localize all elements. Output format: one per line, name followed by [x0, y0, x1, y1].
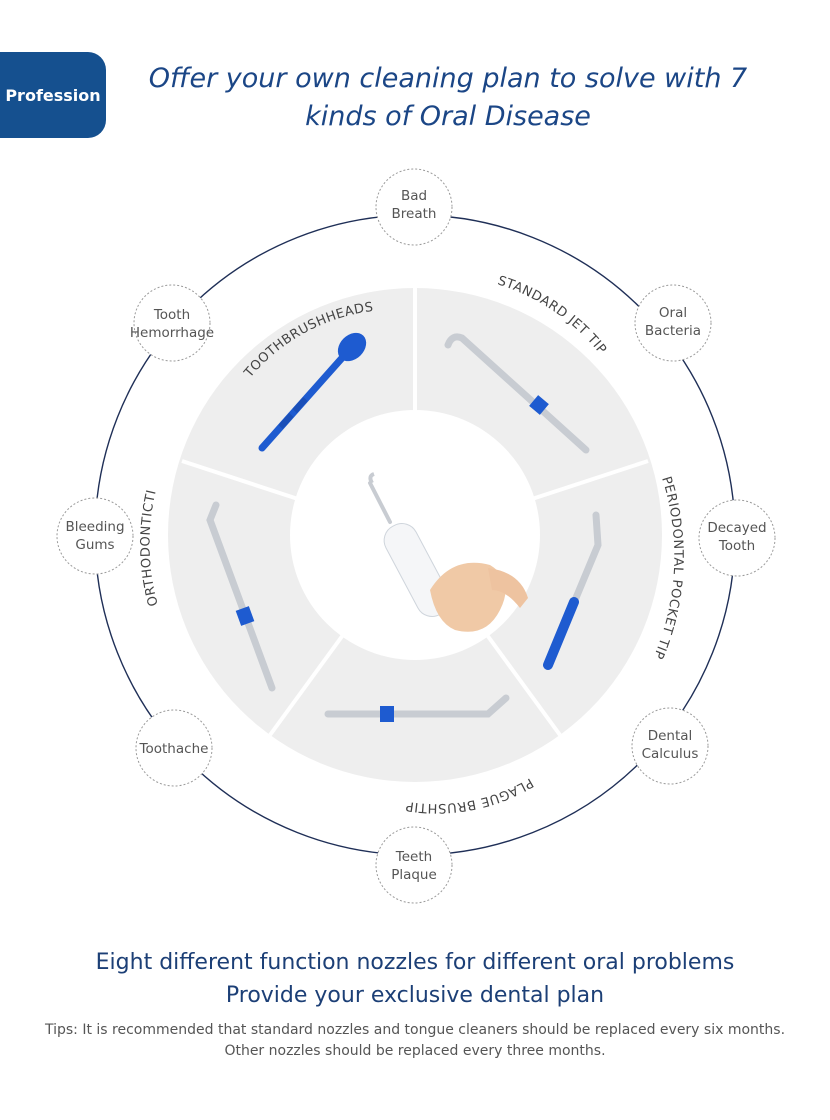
- disease-bubble-teeth-plaque: Teeth Plaque: [375, 826, 453, 904]
- svg-text:Toothache: Toothache: [139, 741, 209, 757]
- nozzle-label: ORTHODONTICTI: [138, 488, 161, 607]
- disease-bubble-bad-breath: Bad Breath: [375, 168, 453, 246]
- svg-text:Hemorrhage: Hemorrhage: [130, 325, 214, 341]
- svg-text:Gums: Gums: [75, 537, 114, 553]
- disease-bubble-dental-calculus: Dental Calculus: [631, 707, 709, 785]
- disease-bubble-tooth-hemorrhage: Tooth Hemorrhage: [130, 284, 214, 362]
- svg-text:Bleeding: Bleeding: [65, 519, 124, 535]
- ring-divider: [485, 633, 562, 737]
- svg-text:Teeth: Teeth: [395, 849, 432, 865]
- plague-brush-nozzle: [324, 694, 510, 722]
- svg-text:Tooth: Tooth: [718, 538, 755, 554]
- disease-bubble-decayed-tooth: Decayed Tooth: [698, 499, 776, 577]
- headline-line-2: kinds of Oral Disease: [305, 101, 591, 132]
- svg-text:Bacteria: Bacteria: [645, 323, 701, 339]
- svg-text:Breath: Breath: [392, 206, 437, 222]
- periodontal-pocket-nozzle: [543, 511, 602, 670]
- headline-line-1: Offer your own cleaning plan to solve wi…: [148, 63, 748, 94]
- svg-text:Calculus: Calculus: [642, 746, 699, 762]
- footer-headline: Eight different function nozzles for dif…: [95, 950, 735, 975]
- standard-jet-nozzle: [444, 333, 590, 454]
- headline: Offer your own cleaning plan to solve wi…: [128, 60, 768, 136]
- svg-text:Dental: Dental: [648, 728, 693, 744]
- water-flosser-in-hand: [368, 472, 528, 632]
- nozzle-diagram: TOOTHBRUSHHEADS STANDARD JET TIP PERIODO…: [56, 168, 776, 904]
- disease-bubble-toothache: Toothache: [135, 709, 213, 787]
- svg-text:Plaque: Plaque: [391, 867, 437, 883]
- replacement-tips: Tips: It is recommended that standard no…: [44, 1022, 786, 1059]
- profession-badge: Profession: [0, 52, 106, 138]
- svg-text:Oral: Oral: [659, 305, 687, 321]
- svg-text:Tooth: Tooth: [153, 307, 190, 323]
- svg-text:Decayed: Decayed: [707, 520, 766, 536]
- footer-subheadline: Provide your exclusive dental plan: [225, 983, 605, 1008]
- orthodontic-nozzle: [206, 501, 276, 692]
- disease-bubble-bleeding-gums: Bleeding Gums: [56, 497, 134, 575]
- toothbrush-head-nozzle: [258, 332, 367, 452]
- svg-text:Bad: Bad: [401, 188, 427, 204]
- ring-divider: [181, 459, 299, 501]
- ring-divider: [531, 459, 649, 501]
- disease-bubble-oral-bacteria: Oral Bacteria: [634, 284, 712, 362]
- ring-divider: [268, 633, 345, 737]
